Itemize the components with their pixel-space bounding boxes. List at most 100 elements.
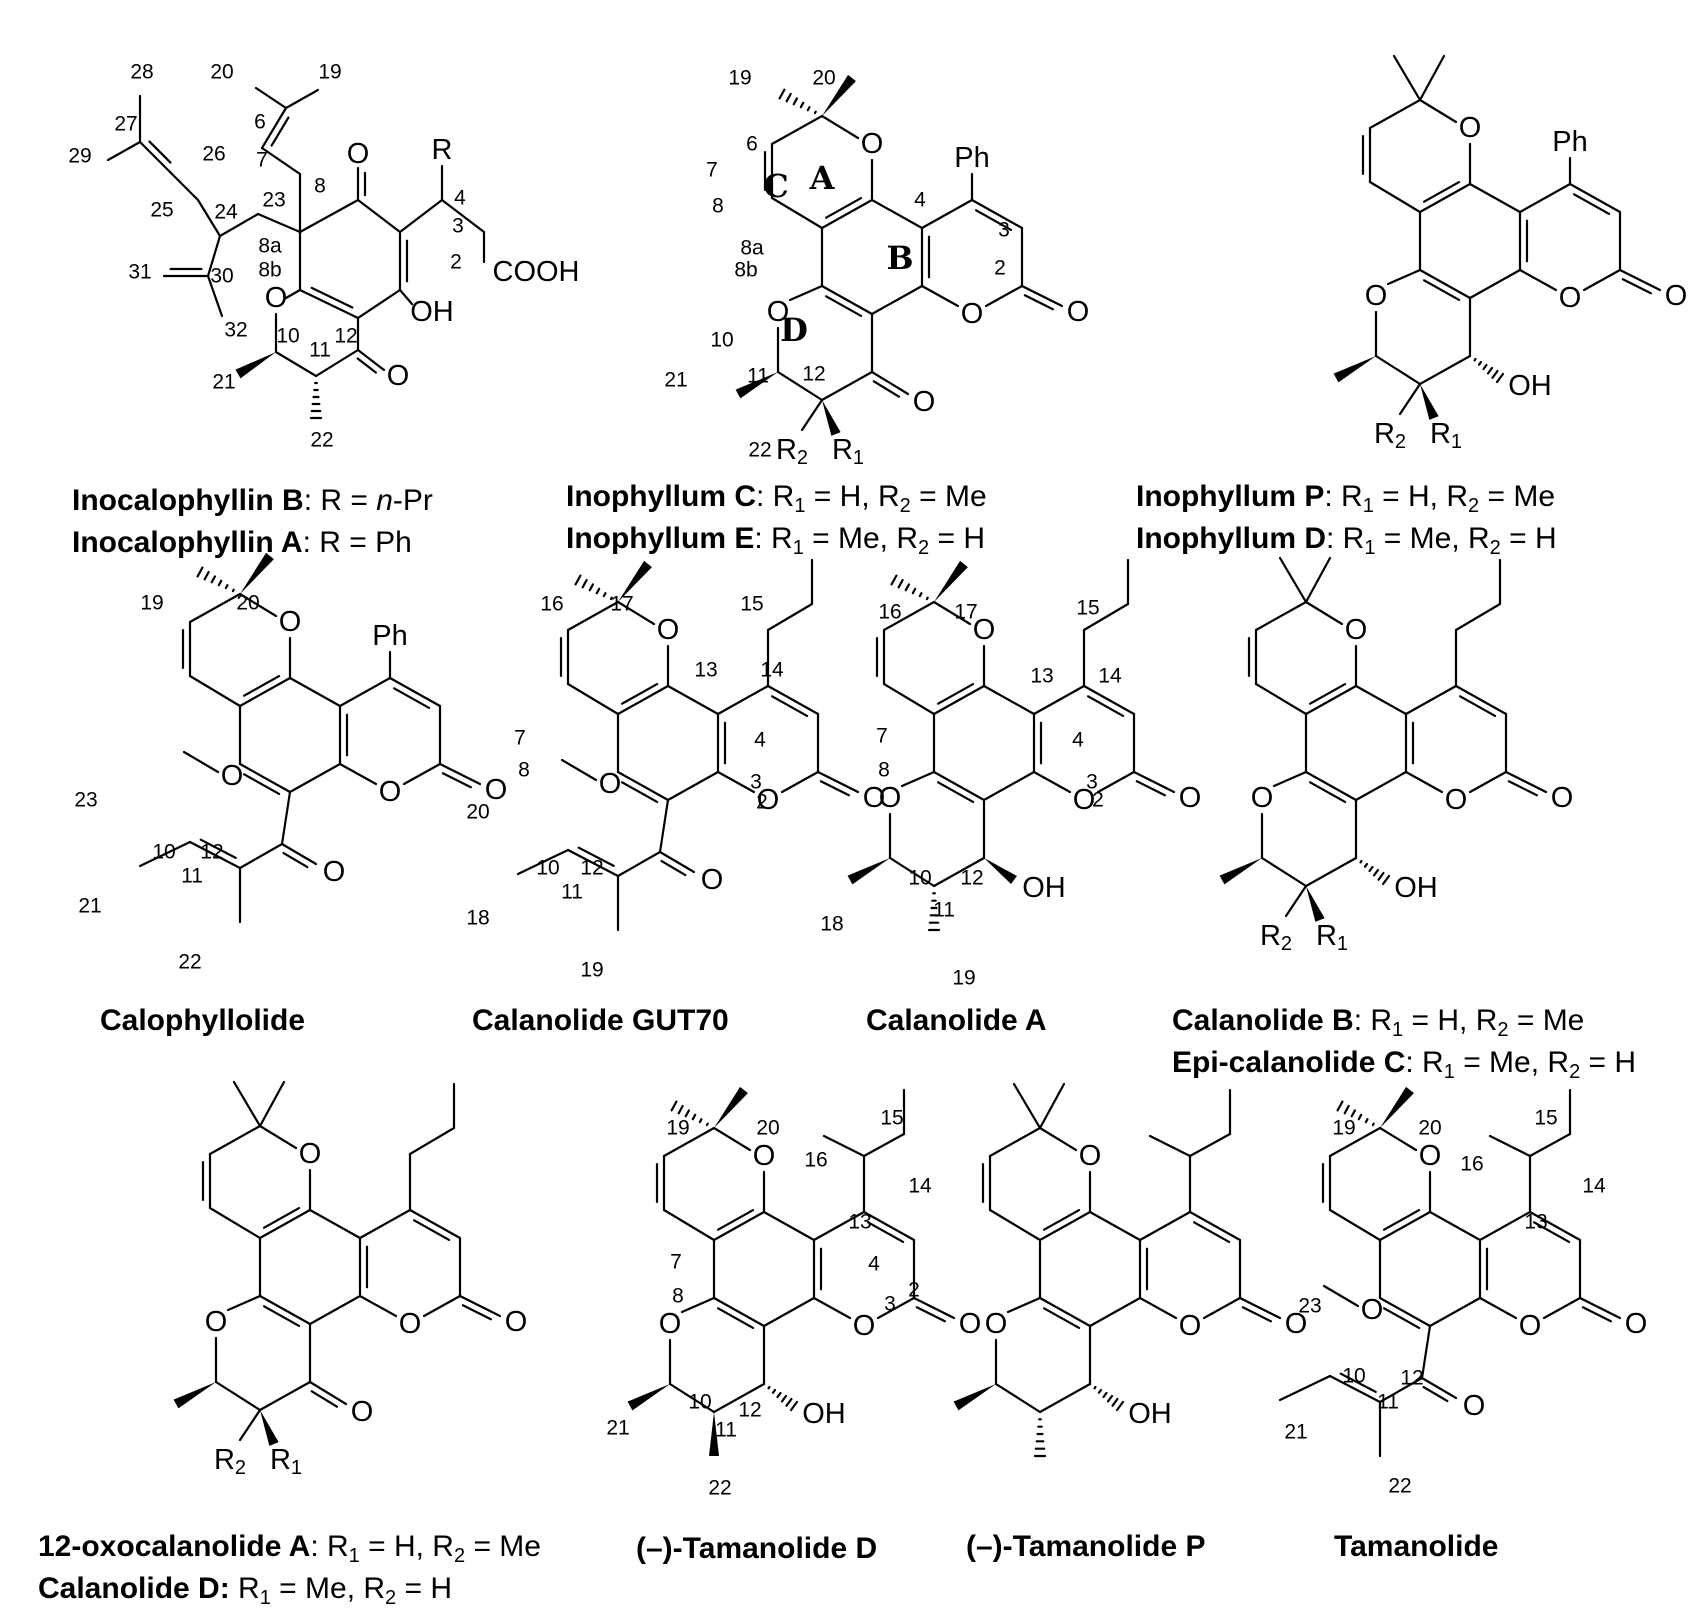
carbonyl-oxygen: O [1067,296,1090,328]
hash-bond [785,92,792,103]
locant: 19 [140,592,163,615]
double-bond [1420,1376,1458,1400]
locant: 8 [712,195,724,218]
caption-tamanolide: Tamanolide [1334,1530,1499,1563]
hydroxyl: OH [410,296,454,328]
bond [1354,770,1408,802]
bond [218,212,260,238]
ether-oxygen: O [599,768,622,800]
ring-oxygen: O [757,784,780,816]
bond [402,762,442,786]
hash-bond [602,592,607,598]
locant: 13 [1030,665,1053,688]
carbonyl-oxygen: O [701,864,724,896]
hash-bond [609,596,613,601]
double-bond [258,1294,312,1326]
bond [1138,1296,1178,1320]
double-bond [1238,1296,1282,1320]
double-bond-inner [824,196,863,219]
bond [820,370,874,402]
locant: 15 [740,593,763,616]
bond [1304,856,1358,888]
bond [1368,180,1422,214]
locant: 20 [236,592,259,615]
ring-oxygen: O [659,1308,682,1340]
bond [288,762,342,794]
bond [206,234,222,278]
bond [1518,268,1558,292]
bond [712,1382,766,1414]
bond [422,1294,462,1318]
r2-label: R2 [776,434,808,469]
caption-calanolide-b: Calanolide B: R1 = H, R2 = Me Epi-calano… [1172,1004,1637,1083]
hash-bond [1482,363,1488,371]
double-bond-inner [1422,180,1461,203]
double-bond [970,198,1024,230]
locant: 2 [908,1279,920,1302]
double-bond [1082,684,1136,716]
locant: 31 [128,261,151,284]
bond [106,140,142,162]
double-bond-inner [199,838,237,859]
bond [1478,1210,1532,1242]
bond [662,1208,716,1242]
ring-oxygen: O [1073,784,1096,816]
bond [256,212,302,234]
double-bond [1578,1296,1622,1320]
bond [1542,1296,1582,1320]
hash-bond [1364,1118,1369,1124]
locant: 8a [740,237,764,260]
locant: 11 [181,865,203,888]
double-bond-inner [412,1219,451,1242]
double-bond [238,762,292,794]
double-bond-inner [819,780,850,797]
ring-oxygen: O [973,614,996,646]
bond [1322,1284,1360,1308]
locant: 15 [1076,597,1099,620]
ring-oxygen: O [205,1306,228,1338]
double-bond [438,762,482,786]
bond [1378,1376,1424,1404]
bond [1272,770,1308,788]
double-bond-inner [872,380,901,398]
hash-bond [1343,1104,1350,1115]
r2-label: R2 [1260,920,1292,955]
bond [1488,1134,1532,1158]
bond [1012,1082,1042,1130]
bond [188,592,242,624]
bond [1088,1210,1142,1242]
wedge-bond [934,560,968,602]
bond [1420,1324,1432,1380]
wedge-bond [953,1384,996,1411]
carbonyl-oxygen: O [1179,782,1202,814]
locant: 7 [706,159,718,182]
double-bond [566,848,620,878]
bond [662,1126,716,1158]
carbonyl-oxygen: O [323,856,346,888]
double-bond-inner [1339,1372,1377,1393]
double-bond [616,684,670,716]
bond [1284,884,1308,918]
locant: 16 [878,601,901,624]
double-bond-inner [1382,1307,1421,1330]
double-bond [1304,770,1358,802]
bond [984,284,1024,308]
bond [820,114,860,140]
double-bond [1328,1374,1382,1404]
wedge-bond [1219,858,1262,885]
double-bond [1378,1296,1432,1328]
bond [1418,54,1446,102]
bond [284,288,302,300]
locant: 3 [750,771,762,794]
bond [206,274,224,318]
locant: 12 [580,857,603,880]
bond [260,146,302,176]
locant: 4 [1072,729,1084,752]
double-bond-inner [1308,682,1347,705]
double-bond-inner [1042,1307,1081,1330]
locant: 10 [536,857,559,880]
locant: 7 [876,725,888,748]
double-bond [308,1380,348,1406]
bond [1304,600,1344,626]
hash-bond [780,1394,788,1403]
